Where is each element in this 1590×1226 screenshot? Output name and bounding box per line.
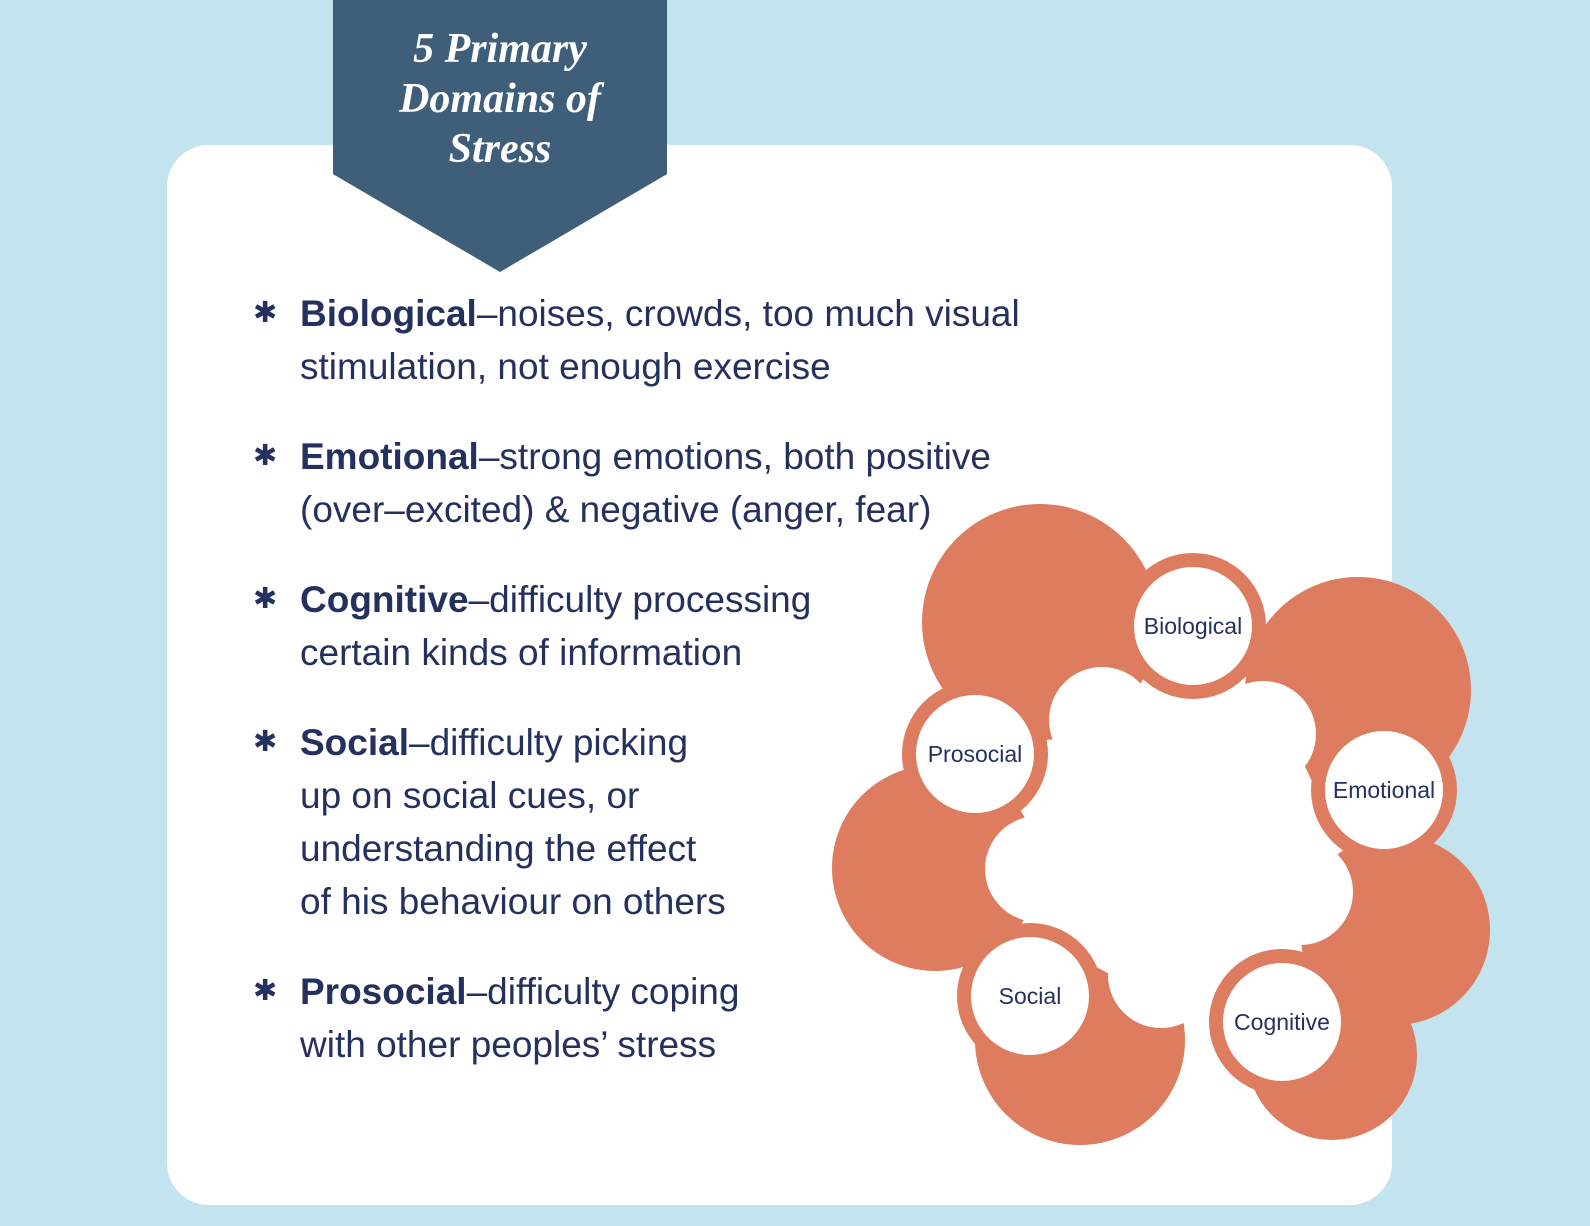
item-text: Emotional–strong emotions, both positive… bbox=[300, 430, 1173, 536]
domain-description: –difficulty processing certain kinds of … bbox=[300, 579, 812, 673]
asterisk-bullet-icon: ✱ bbox=[253, 440, 278, 472]
stress-domains-list: ✱ Biological–noises, crowds, too much vi… bbox=[253, 287, 1173, 1108]
item-text: Prosocial–difficulty coping with other p… bbox=[300, 965, 1173, 1071]
domain-description: –noises, crowds, too much visual stimula… bbox=[300, 293, 1020, 387]
domain-term: Prosocial bbox=[300, 971, 467, 1012]
domain-term: Biological bbox=[300, 293, 477, 334]
asterisk-bullet-icon: ✱ bbox=[253, 975, 278, 1007]
list-item-biological: ✱ Biological–noises, crowds, too much vi… bbox=[253, 287, 1173, 393]
page-title: 5 Primary Domains of Stress bbox=[399, 26, 601, 172]
list-item-prosocial: ✱ Prosocial–difficulty coping with other… bbox=[253, 965, 1173, 1071]
asterisk-bullet-icon: ✱ bbox=[253, 726, 278, 758]
list-item-cognitive: ✱ Cognitive–difficulty processing certai… bbox=[253, 573, 1173, 679]
domain-term: Cognitive bbox=[300, 579, 469, 620]
asterisk-bullet-icon: ✱ bbox=[253, 297, 278, 329]
asterisk-bullet-icon: ✱ bbox=[253, 583, 278, 615]
domain-description: –strong emotions, both positive (over–ex… bbox=[300, 436, 991, 530]
domain-term: Emotional bbox=[300, 436, 479, 477]
item-text: Social–difficulty picking up on social c… bbox=[300, 716, 1173, 928]
domain-description: –difficulty picking up on social cues, o… bbox=[300, 722, 726, 922]
domain-term: Social bbox=[300, 722, 409, 763]
list-item-social: ✱ Social–difficulty picking up on social… bbox=[253, 716, 1173, 928]
domain-description: –difficulty coping with other peoples’ s… bbox=[300, 971, 740, 1065]
list-item-emotional: ✱ Emotional–strong emotions, both positi… bbox=[253, 430, 1173, 536]
item-text: Cognitive–difficulty processing certain … bbox=[300, 573, 1173, 679]
item-text: Biological–noises, crowds, too much visu… bbox=[300, 287, 1173, 393]
